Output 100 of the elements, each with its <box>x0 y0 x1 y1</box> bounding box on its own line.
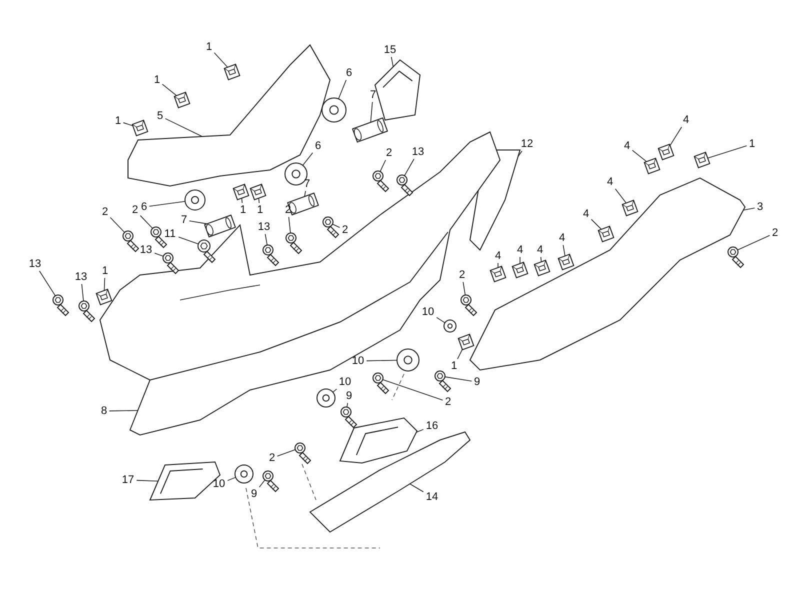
bushing <box>287 192 319 216</box>
callout-number: 10 <box>338 376 352 388</box>
leader-line <box>614 188 627 204</box>
leader-line <box>742 208 756 210</box>
leader-line <box>154 252 164 257</box>
callout-number: 1 <box>102 265 108 277</box>
leader-line <box>214 52 228 68</box>
callout-number: 9 <box>474 376 480 388</box>
bolt <box>396 174 414 196</box>
callout-number: 2 <box>284 204 292 216</box>
leader-line <box>264 234 268 246</box>
leader-line <box>338 80 347 100</box>
leader-line <box>108 410 138 412</box>
leader-line <box>462 282 466 296</box>
clip-nut <box>96 288 112 306</box>
callout-number: 1 <box>256 204 264 216</box>
callout-number: 4 <box>682 114 690 126</box>
callout-number: 17 <box>122 474 134 486</box>
callout-number: 13 <box>28 258 42 270</box>
callout-number: 1 <box>114 115 122 127</box>
clip-nut <box>534 260 550 276</box>
leader-line <box>366 360 398 362</box>
callout-number: 6 <box>314 140 322 152</box>
bolt <box>52 294 70 316</box>
clip-nut <box>694 152 710 168</box>
clip-nut <box>644 158 660 174</box>
callout-number: 5 <box>156 110 164 122</box>
callout-number: 14 <box>426 491 438 503</box>
leader-line <box>416 429 424 433</box>
callout-number: 2 <box>386 147 392 159</box>
callout-number: 4 <box>536 244 544 256</box>
washer <box>322 98 346 122</box>
leader-line <box>288 216 291 234</box>
bushing <box>204 214 236 238</box>
washer <box>444 320 456 332</box>
leader-line <box>670 126 682 146</box>
callout-number: 4 <box>516 244 524 256</box>
leader-line <box>276 449 296 456</box>
leader-line <box>302 152 314 166</box>
leader-line <box>104 278 106 291</box>
callout-number: 3 <box>756 201 764 213</box>
leader-line <box>457 349 463 360</box>
leader-line <box>737 235 770 250</box>
callout-number: 4 <box>558 232 566 244</box>
bolt <box>728 246 744 268</box>
clip-nut <box>622 200 638 216</box>
leader-line <box>136 480 158 482</box>
callout-number: 7 <box>370 89 376 101</box>
callout-number: 10 <box>422 306 434 318</box>
bolt <box>198 240 216 264</box>
callout-number: 4 <box>494 250 502 262</box>
bolt <box>294 442 312 464</box>
callout-number: 10 <box>212 478 226 490</box>
callout-number: 13 <box>74 271 88 283</box>
callout-number: 1 <box>206 41 212 53</box>
bolt <box>262 470 280 492</box>
callout-number: 2 <box>444 396 452 408</box>
callout-number: 2 <box>772 227 778 239</box>
clip-nut <box>658 144 674 160</box>
leader-line <box>164 118 203 137</box>
callout-number: 7 <box>180 214 188 226</box>
callout-number: 2 <box>268 452 276 464</box>
bolt <box>372 170 390 192</box>
callout-number: 15 <box>384 44 396 56</box>
leader-line <box>346 402 348 408</box>
leader-line <box>258 198 260 204</box>
bolt <box>78 300 96 322</box>
leader-line <box>444 376 472 382</box>
bolt <box>322 216 340 238</box>
leader-line <box>148 200 186 207</box>
callout-number: 7 <box>304 178 310 190</box>
leader-line <box>404 158 414 176</box>
leader-line <box>178 236 199 244</box>
leader-line <box>258 480 266 488</box>
leader-line <box>632 150 647 162</box>
callout-number: 11 <box>164 228 176 240</box>
bolt <box>162 252 180 274</box>
leader-line <box>304 190 306 197</box>
clip-nut <box>458 334 474 350</box>
callout-number: 1 <box>450 360 458 372</box>
leader-line <box>241 198 243 204</box>
callout-number: 6 <box>140 201 148 213</box>
callout-number: 6 <box>346 67 352 79</box>
callout-number: 9 <box>346 390 352 402</box>
clip-nut <box>490 266 506 282</box>
leader-line <box>436 317 446 324</box>
leader-line <box>562 244 566 256</box>
clip-nut <box>132 120 148 136</box>
leader-line <box>122 122 134 126</box>
clip-nut <box>598 226 614 242</box>
callout-number: 2 <box>342 224 348 236</box>
body-panel <box>469 177 746 371</box>
callout-number: 9 <box>250 488 258 500</box>
leader-line <box>140 215 153 229</box>
callout-number: 12 <box>520 138 534 150</box>
bolt <box>434 370 452 392</box>
washer <box>316 388 336 408</box>
clip-nut <box>232 184 250 200</box>
callout-number: 10 <box>352 355 364 367</box>
callout-number: 13 <box>412 146 424 158</box>
